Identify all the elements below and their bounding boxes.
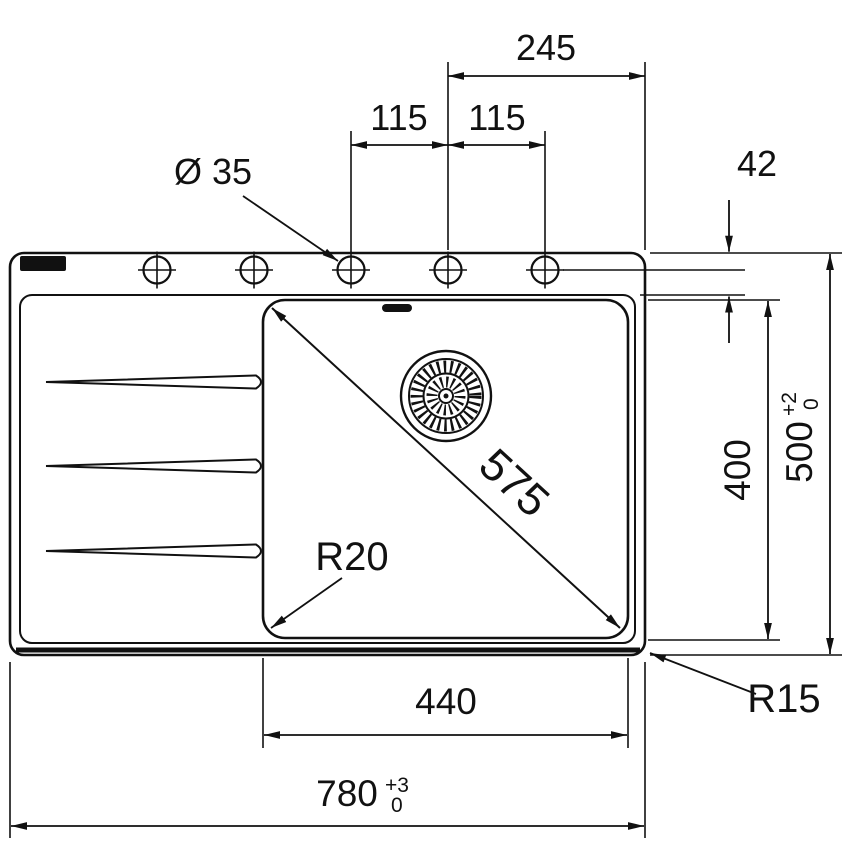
sink-rim-inner-outline [19, 294, 636, 644]
dim-r20: R20 [270, 535, 389, 629]
drainboard-groove [45, 458, 262, 474]
dim-42-label: 42 [737, 143, 777, 184]
dim-400-label: 400 [717, 439, 758, 501]
dim-780-tolerance-lower: 0 [391, 794, 403, 817]
dim-42: 42 [563, 143, 842, 343]
dim-dia-35-label: Ø 35 [174, 151, 252, 192]
dim-r15: R15 [649, 652, 821, 721]
dim-245-label: 245 [516, 27, 576, 68]
tap-holes [138, 251, 564, 289]
drainboard-grooves [45, 374, 262, 559]
tap-hole-5 [526, 251, 564, 289]
sink-outer-outline [8, 251, 647, 657]
tap-hole-1 [138, 251, 176, 289]
dim-r20-label: R20 [315, 535, 388, 579]
dim-115-pair: 115 115 [350, 97, 546, 252]
dim-575-label: 575 [470, 438, 560, 526]
dim-400: 400 [648, 299, 780, 641]
dim-r15-label: R15 [747, 677, 820, 721]
tap-hole-3 [332, 251, 370, 289]
drainboard-groove [45, 374, 262, 390]
overflow-hole [382, 304, 412, 312]
brand-logo [20, 256, 66, 271]
tap-hole-2 [235, 251, 273, 289]
drain-center [443, 393, 449, 399]
tap-hole-4 [429, 251, 467, 289]
dim-115-left-label: 115 [370, 97, 427, 138]
dim-dia-35: Ø 35 [174, 151, 339, 262]
drainboard-groove [45, 543, 262, 559]
dim-500-tolerance-lower: 0 [800, 398, 823, 410]
dim-500: 500 +2 0 [650, 254, 842, 656]
drain [399, 349, 493, 443]
sink-body [8, 251, 647, 657]
dim-575: 575 [271, 307, 621, 629]
dim-780-label: 780 [316, 773, 378, 814]
dim-245: 245 [447, 27, 646, 250]
dim-115-right-label: 115 [468, 97, 525, 138]
dim-440-label: 440 [415, 681, 477, 722]
dim-780-tolerance-upper: +3 [385, 774, 409, 797]
dim-500-label: 500 [779, 421, 820, 483]
dim-780: 780 +3 0 [9, 662, 646, 838]
dim-500-tolerance-upper: +2 [778, 392, 801, 416]
dim-440: 440 [262, 658, 629, 748]
bowl-outline [261, 298, 630, 640]
